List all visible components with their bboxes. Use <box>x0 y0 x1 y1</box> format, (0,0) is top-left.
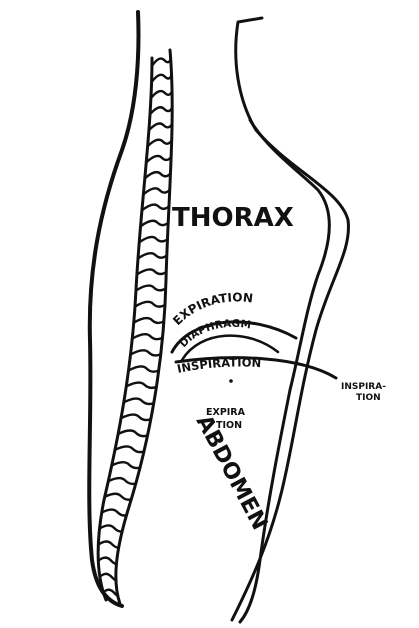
inspiration-outer-label-1: INSPIRA- <box>341 382 386 392</box>
vertebra <box>100 574 116 580</box>
vertebra <box>152 75 172 82</box>
vertebra <box>151 91 172 98</box>
vertebra <box>105 494 132 500</box>
vertebra <box>124 399 154 404</box>
vertebra <box>126 383 156 388</box>
vertebra <box>150 107 172 114</box>
front-outline-inner <box>240 120 329 622</box>
vertebra <box>132 334 162 339</box>
vertebra <box>146 156 171 162</box>
vertebra <box>141 221 169 227</box>
vertebra <box>102 510 127 516</box>
vertebra <box>98 542 118 548</box>
vertebra <box>148 140 172 147</box>
vertebra <box>131 350 161 355</box>
vertebra <box>115 446 144 452</box>
vertebra <box>118 431 147 437</box>
vertebra <box>142 205 169 211</box>
vertebra <box>108 478 136 484</box>
back-outline <box>89 12 138 606</box>
vertebra <box>138 253 167 258</box>
inspiration-outer-label-2: TION <box>356 393 381 403</box>
diaphragm-dot <box>229 379 233 383</box>
vertebra <box>121 415 151 421</box>
vertebra <box>129 366 159 371</box>
vertebra <box>135 302 165 307</box>
spine <box>98 50 172 604</box>
vertebra <box>152 58 171 66</box>
inspiration-inner-label: INSPIRATION <box>176 355 262 375</box>
vertebra <box>112 462 140 468</box>
vertebra <box>134 318 164 323</box>
vertebrae <box>98 58 172 596</box>
vertebra <box>143 188 169 194</box>
vertebra <box>137 269 166 274</box>
vertebra <box>100 525 123 531</box>
vertebra <box>136 286 166 291</box>
vertebra <box>98 558 116 564</box>
vertebra <box>139 237 167 242</box>
vertebra <box>149 123 172 130</box>
thorax-label: THORAX <box>172 203 294 233</box>
vertebra <box>145 172 171 178</box>
